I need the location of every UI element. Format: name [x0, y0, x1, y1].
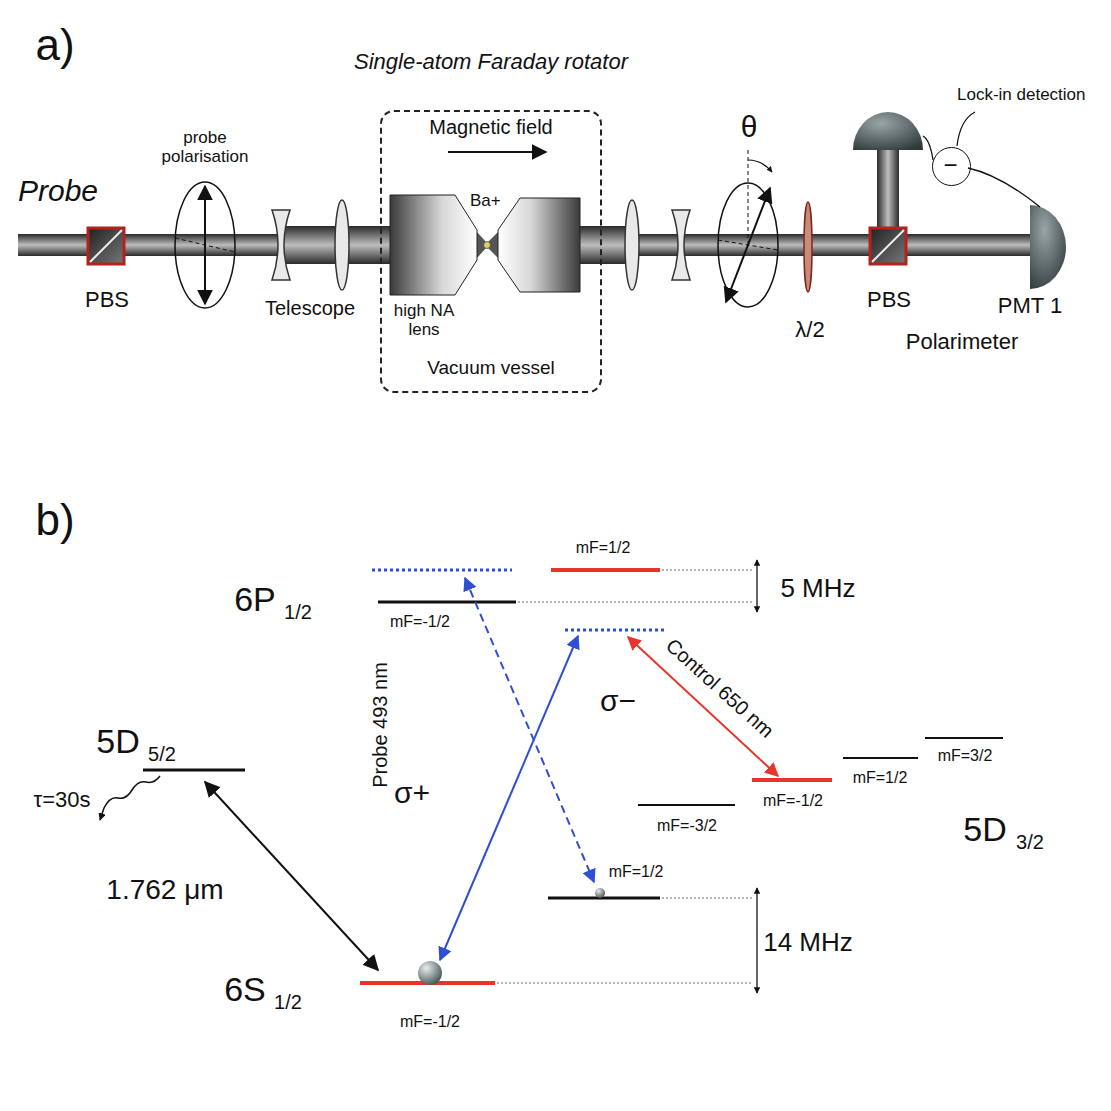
- component-name: PBS: [85, 288, 129, 312]
- level-name: 6P: [234, 581, 276, 618]
- sublevel-label: mF=-3/2: [657, 817, 717, 835]
- polarisation-symbol: σ−: [600, 684, 636, 717]
- vessel-label: Vacuum vessel: [427, 358, 554, 379]
- level-name: 5D: [963, 811, 1006, 848]
- splitting-value: 14 MHz: [763, 928, 853, 957]
- subtractor-circle: Lock-in detection−: [932, 147, 971, 186]
- component-name: Telescope: [265, 297, 355, 319]
- minus-sign: −: [943, 152, 957, 178]
- splitting-value: 5 MHz: [780, 574, 855, 603]
- level-subscript: 3/2: [1016, 831, 1044, 853]
- level-name: 6S: [224, 971, 266, 1008]
- panel-letter: a): [35, 21, 74, 69]
- level-subscript: 5/2: [148, 743, 176, 765]
- laser-name: Control 650 nm: [662, 634, 778, 742]
- detector-name: PMT 1: [998, 294, 1062, 318]
- rotator-heading: Single-atom Faraday rotator: [354, 50, 628, 74]
- sublevel-label: mF=1/2: [609, 863, 664, 881]
- lens-label: high NA lens: [388, 302, 460, 339]
- level-subscript: 1/2: [284, 601, 312, 623]
- sublevel-label: mF=1/2: [576, 539, 631, 557]
- ion-label: Ba+: [470, 192, 501, 211]
- field-label: Magnetic field: [429, 116, 552, 138]
- component-name: λ/2: [795, 318, 824, 342]
- sublevel-label: mF=-1/2: [763, 792, 823, 810]
- component-name: PBS: [867, 288, 911, 312]
- sublevel-label: mF=-1/2: [400, 1013, 460, 1031]
- wavelength-value: 1.762 μm: [106, 875, 223, 906]
- polarisation-symbol: σ+: [394, 776, 430, 809]
- angle-symbol: θ: [741, 110, 758, 143]
- sublevel-label: mF=3/2: [938, 747, 993, 765]
- sublevel-label: mF=-1/2: [390, 613, 450, 631]
- lockin-heading: Lock-in detection: [957, 86, 1086, 105]
- vacuum-vessel-box: Single-atom Faraday rotatorMagnetic fiel…: [380, 110, 602, 393]
- lifetime-value: τ=30s: [33, 788, 90, 812]
- panel-letter: b): [35, 496, 74, 544]
- component-name: Polarimeter: [906, 330, 1018, 354]
- laser-name: Probe 493 nm: [369, 662, 391, 788]
- sublevel-label: mF=1/2: [853, 769, 908, 787]
- beam-name: Probe: [18, 174, 98, 207]
- level-subscript: 1/2: [274, 991, 302, 1013]
- polarisation-note: probe polarisation: [150, 129, 260, 166]
- level-name: 5D: [96, 723, 139, 760]
